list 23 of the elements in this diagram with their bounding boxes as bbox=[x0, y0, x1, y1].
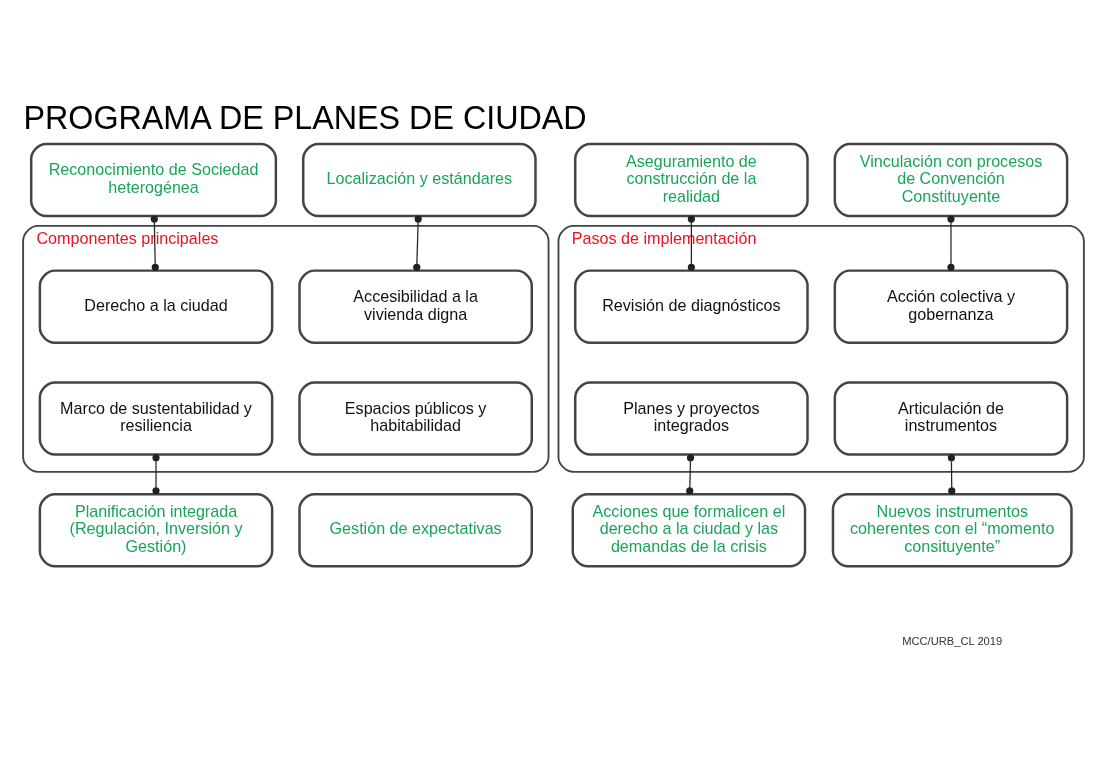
node-box: Vinculación con procesos de Convención Constituyente bbox=[833, 142, 1069, 217]
node-box: Acciones que formalicen el derecho a la ciudad y las demandas de la crisis bbox=[571, 492, 807, 567]
label: MCC/URB_CL 2019 bbox=[902, 634, 1003, 647]
node-box: Revisión de diagnósticos bbox=[574, 268, 809, 344]
node-box: Planificación integrada (Regulación, Inversión y Gestión) bbox=[38, 492, 274, 567]
node-box: Aseguramiento de construcción de la realidad bbox=[574, 142, 809, 217]
node-box: Gestión de expectativas bbox=[298, 492, 533, 567]
connector bbox=[686, 453, 695, 494]
connector bbox=[152, 453, 160, 494]
node-box: Nuevos instrumentos coherentes con el “momento consituyente” bbox=[831, 492, 1073, 567]
node-box: Planes y proyectos integrados bbox=[574, 380, 809, 456]
node-box: Marco de sustentabilidad y resiliencia bbox=[38, 380, 274, 456]
node-box: Localización y estándares bbox=[302, 142, 537, 217]
node-box: Acción colectiva y gobernanza bbox=[833, 268, 1069, 344]
node-box: Reconocimiento de Sociedad heterogénea bbox=[29, 142, 278, 217]
connector bbox=[947, 453, 956, 494]
node-box: Espacios públicos y habitabilidad bbox=[298, 380, 533, 456]
node-box: Accesibilidad a la vivienda digna bbox=[298, 268, 533, 344]
diagram-title: PROGRAMA DE PLANES DE CIUDAD bbox=[23, 99, 587, 136]
node-box: Derecho a la ciudad bbox=[38, 268, 274, 344]
connector bbox=[413, 215, 422, 271]
connector bbox=[947, 215, 955, 271]
node-box: Articulación de instrumentos bbox=[833, 380, 1069, 456]
